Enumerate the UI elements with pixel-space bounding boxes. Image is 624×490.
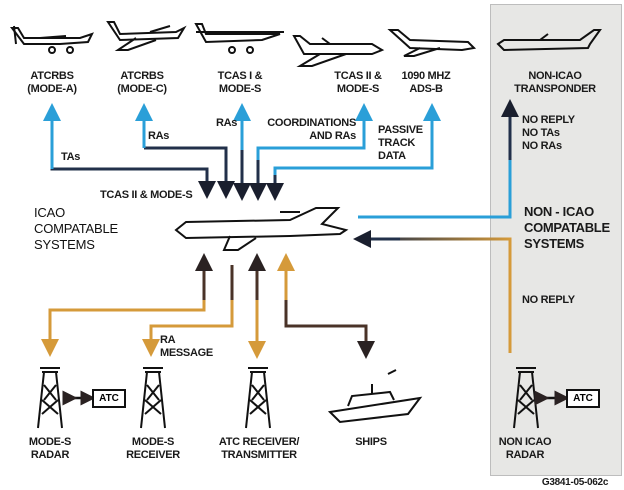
ship-icon (327, 369, 423, 424)
label-non-icao-transponder: NON-ICAO TRANSPONDER (514, 70, 596, 95)
label-non-icao-compatable: NON - ICAO COMPATABLE SYSTEMS (524, 204, 610, 251)
label-mode-s-radar: MODE-S RADAR (28, 436, 72, 461)
link-passive-track (266, 103, 441, 201)
label-atcrbs-mode-c: ATCRBS (MODE-C) (117, 70, 167, 95)
link-ras-mode-c (135, 103, 235, 199)
aircraft-icon-atcrbs-c (106, 21, 187, 51)
label-tcas-i: TCAS I & MODE-S (217, 70, 263, 95)
label-ads-b: 1090 MHZ ADS-B (401, 70, 451, 95)
link-mode-s-receiver (142, 265, 234, 357)
link-non-icao-radar (353, 230, 512, 353)
aircraft-icon-ads-b (387, 29, 477, 57)
aircraft-icon-tcas-ii (292, 35, 385, 67)
aircraft-icon-atcrbs-a (10, 25, 94, 54)
label-no-reply-tas-ras: NO REPLY NO TAs NO RAs (522, 114, 575, 152)
label-link-tas: TAs (61, 151, 81, 163)
tower-icon-mode-s-radar (37, 367, 63, 429)
label-link-passive-track: PASSIVE TRACK DATA (378, 124, 423, 162)
link-non-icao-transponder (358, 99, 519, 219)
label-tcas-ii: TCAS II & MODE-S (334, 70, 382, 95)
aircraft-icon-tcas-i (194, 23, 284, 54)
link-mode-s-radar (41, 253, 213, 357)
atc-box-non-icao: ATC (566, 389, 600, 408)
tower-icon-atc-transceiver (245, 367, 271, 429)
label-tcas-ii-mode-s: TCAS II & MODE-S (100, 189, 193, 201)
atc-box-mode-s: ATC (92, 389, 126, 408)
label-icao-compatable: ICAO COMPATABLE SYSTEMS (34, 205, 118, 252)
aircraft-icon-icao-center (174, 207, 349, 251)
label-link-coordinations: COORDINATIONS AND RAs (267, 117, 356, 142)
label-ra-message: RA MESSAGE (160, 334, 213, 359)
label-link-ras-tcas: RAs (216, 117, 238, 129)
label-atcrbs-mode-a: ATCRBS (MODE-A) (27, 70, 77, 95)
label-mode-s-receiver: MODE-S RECEIVER (126, 436, 180, 461)
label-atc-transceiver: ATC RECEIVER/ TRANSMITTER (218, 436, 300, 461)
link-coordinations (249, 103, 373, 201)
label-non-icao-radar: NON ICAO RADAR (498, 436, 552, 461)
link-ships (277, 253, 375, 359)
figure-id: G3841-05-062c (541, 477, 609, 488)
label-link-ras-c: RAs (148, 130, 170, 142)
aircraft-icon-non-icao-transponder (496, 29, 602, 52)
link-tas (43, 103, 216, 199)
label-ships: SHIPS (355, 436, 387, 448)
label-no-reply: NO REPLY (522, 294, 575, 306)
tower-icon-mode-s-receiver (140, 367, 166, 429)
tower-icon-non-icao-radar (513, 367, 539, 429)
